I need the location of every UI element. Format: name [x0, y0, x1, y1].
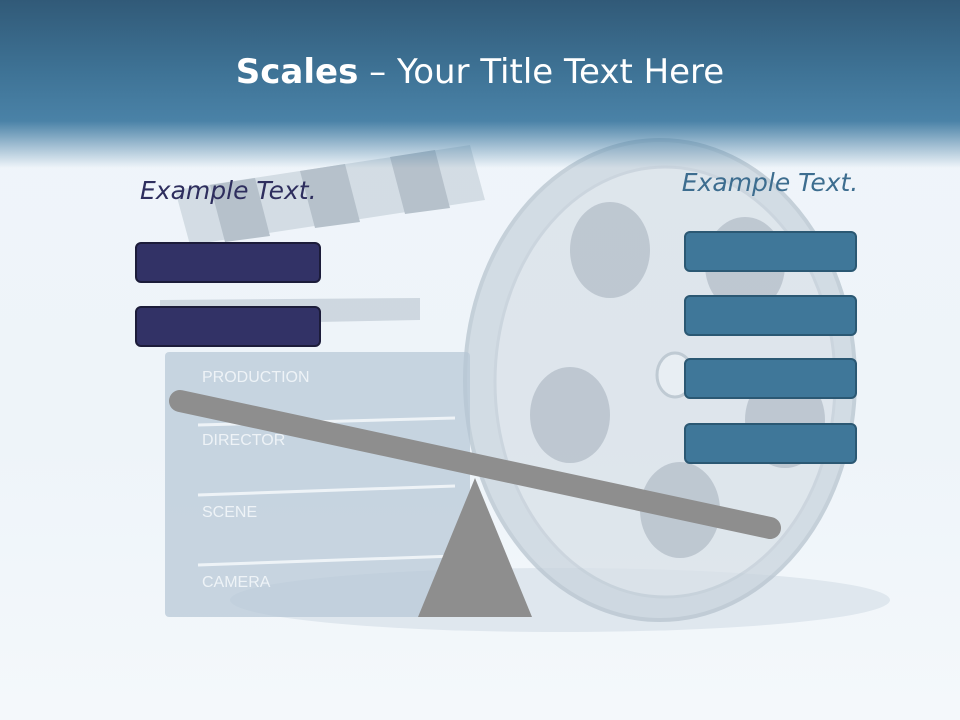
scale-beam [169, 390, 781, 539]
scale-fulcrum [418, 478, 532, 617]
clapper-row-production: PRODUCTION [202, 369, 310, 386]
title-bold: Scales [235, 52, 359, 92]
slide-title: Scales – Your Title Text Here [0, 52, 960, 92]
title-bar [0, 0, 960, 168]
right-box-3 [684, 358, 857, 399]
left-box-2 [135, 306, 321, 347]
left-example-label: Example Text. [140, 176, 317, 205]
title-rest: – Your Title Text Here [358, 52, 725, 92]
left-box-1 [135, 242, 321, 283]
clapper-row-director: DIRECTOR [202, 432, 285, 449]
clapper-row-scene: SCENE [202, 504, 257, 521]
right-example-label: Example Text. [681, 168, 859, 197]
right-box-4 [684, 423, 857, 464]
clapper-row-camera: CAMERA [202, 574, 271, 591]
right-box-1 [684, 231, 857, 272]
right-box-2 [684, 295, 857, 336]
